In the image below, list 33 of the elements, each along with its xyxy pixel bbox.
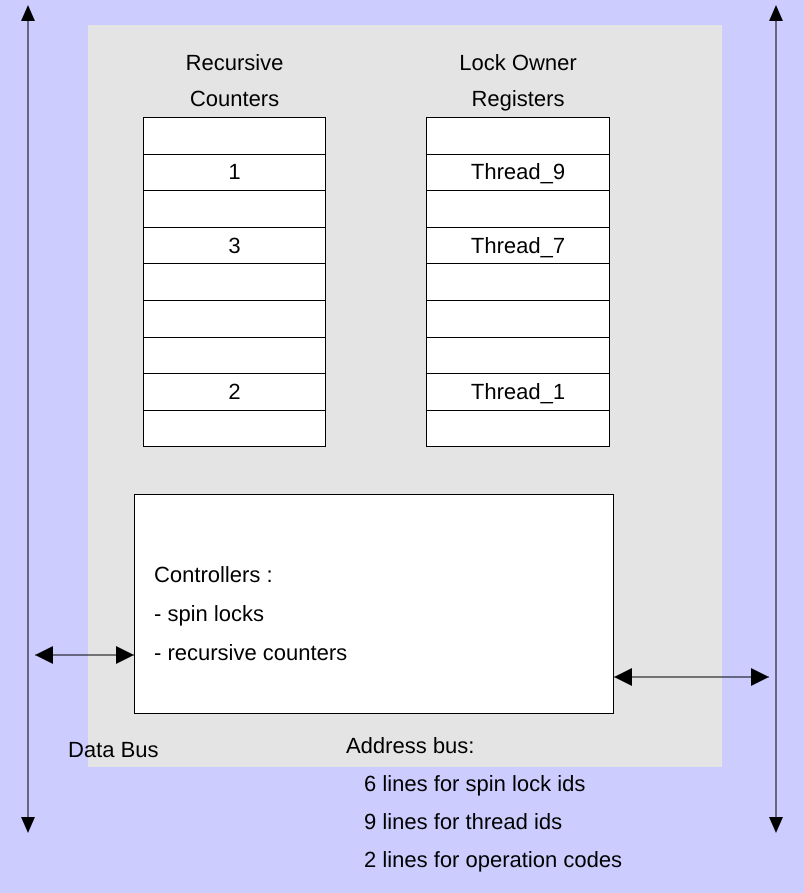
table-cell: 3: [143, 226, 326, 264]
empty-cell: [143, 117, 326, 155]
empty-cell: [143, 300, 326, 338]
table-cell: Thread_9: [426, 154, 610, 192]
table-cell: 1: [143, 154, 326, 192]
empty-cell: [143, 336, 326, 374]
empty-cell: [426, 190, 610, 228]
bus-label: Data Bus: [68, 737, 158, 763]
bus-note: 9 lines for thread ids: [364, 809, 562, 835]
empty-cell: [426, 300, 610, 338]
bus-note: 6 lines for spin lock ids: [364, 771, 586, 797]
controller-text: Controllers :: [154, 561, 274, 589]
table-cell: Thread_1: [426, 373, 610, 411]
bus-note: 2 lines for operation codes: [364, 847, 622, 873]
connector-arrow: [614, 668, 770, 686]
controller-text: - spin locks: [154, 600, 266, 628]
empty-cell: [426, 263, 610, 301]
table-cell: Thread_7: [426, 226, 610, 264]
empty-cell: [426, 336, 610, 374]
empty-cell: [143, 190, 326, 228]
table-cell: 2: [143, 373, 326, 411]
empty-cell: [143, 263, 326, 301]
bus-arrow: [769, 5, 783, 833]
column-heading: Lock Owner Registers: [458, 49, 578, 113]
controller-text: - recursive counters: [154, 639, 348, 667]
connector-arrow: [34, 646, 134, 664]
controller-box: [134, 494, 614, 714]
bus-note: Address bus:: [346, 733, 474, 759]
column-heading: Recursive Counters: [184, 49, 284, 113]
bus-arrow: [21, 5, 35, 833]
empty-cell: [426, 410, 610, 448]
empty-cell: [426, 117, 610, 155]
empty-cell: [143, 410, 326, 448]
